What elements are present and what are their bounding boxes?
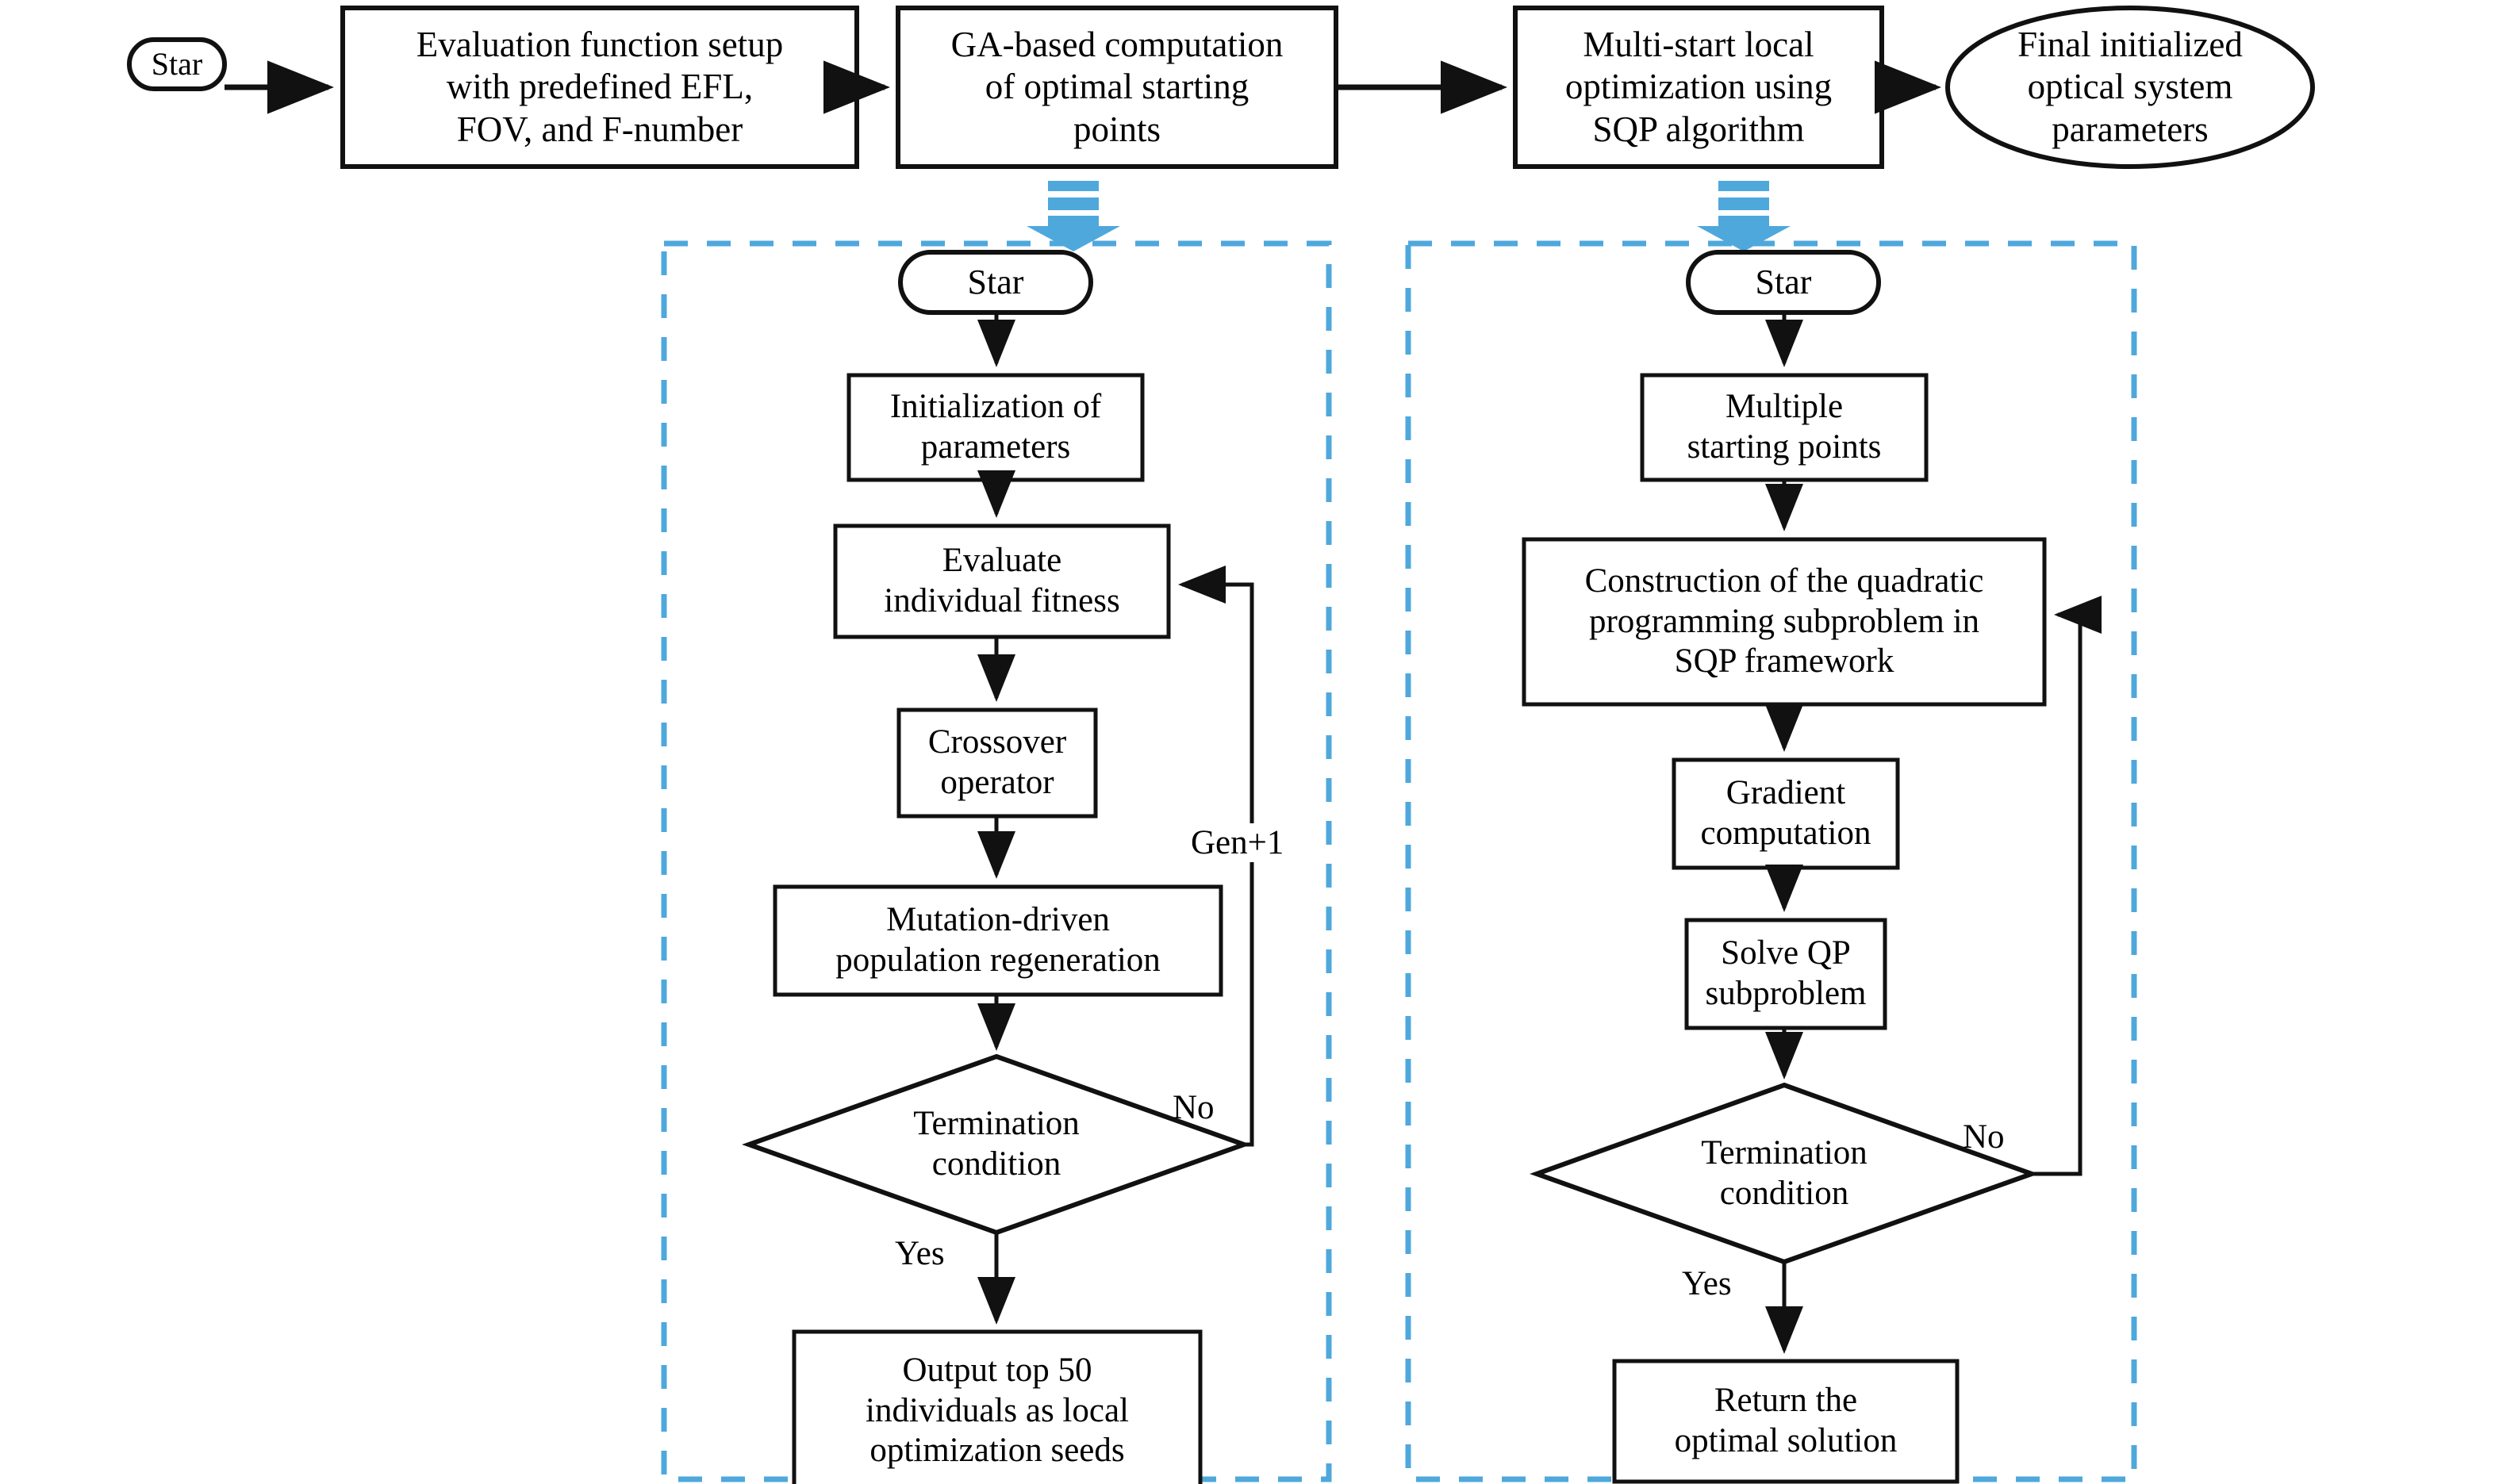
ga-node-termination-shape [742,1053,1251,1236]
sqp-node-construction-shape [1522,537,2047,707]
sqp-node-multiple-shape [1640,373,1929,482]
ga-node-output-shape [792,1329,1203,1484]
top-node-eval-setup-shape [340,6,859,169]
ga-node-init-shape [846,373,1145,482]
top-node-sqp-shape [1513,6,1884,169]
ga-node-start-shape [898,250,1093,315]
expansion-blue-down-arrow-ga [1027,181,1120,251]
sqp-node-solveqp-shape [1684,918,1887,1030]
sqp-node-gradient-shape [1672,757,1900,870]
sqp-node-termination-shape [1530,1082,2039,1265]
ga-node-eval-shape [833,523,1171,639]
ga-node-crossover-shape [896,707,1098,819]
top-node-start-shape [127,37,227,91]
top-node-ga-shape [896,6,1338,169]
ga-edge-termination-no-feedback [1178,565,1254,1147]
ga-node-mutation-shape [773,884,1223,997]
sqp-edge-termination-no-feedback [2032,595,2102,1176]
top-node-final-shape [1945,6,2315,169]
expansion-blue-down-arrow-sqp [1697,181,1791,251]
sqp-node-return-shape [1612,1359,1960,1484]
sqp-node-start-shape [1686,250,1881,315]
